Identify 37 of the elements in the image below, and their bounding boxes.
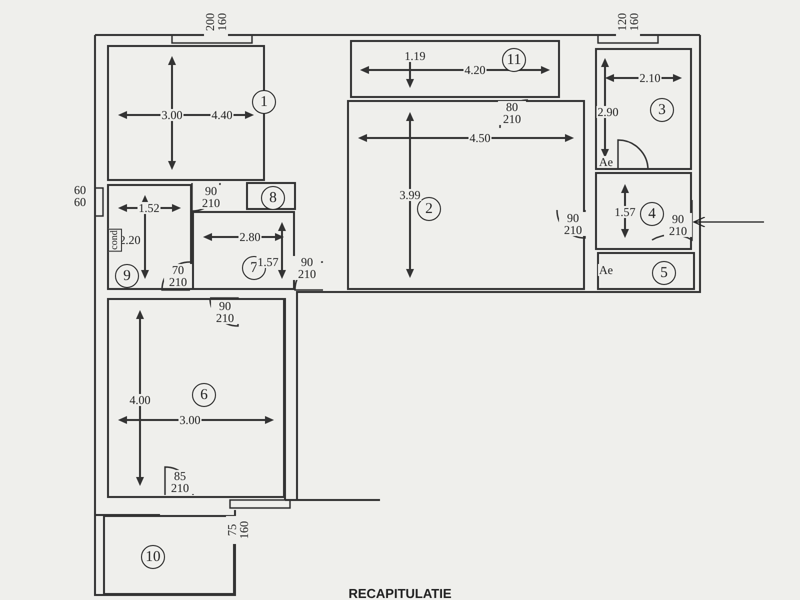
dimension-label: 3.00 — [178, 414, 202, 426]
door-size: 80 210 — [498, 101, 526, 125]
dimension-label: 4.50 — [468, 132, 492, 144]
room-number: 10 — [141, 545, 165, 569]
room-number: 5 — [652, 261, 676, 285]
equipment-label: Ae — [598, 264, 614, 276]
dimension-label: 3.99 — [398, 189, 422, 201]
room-number: 11 — [502, 48, 526, 72]
equipment-label: Ae — [598, 156, 614, 168]
room-outline — [246, 182, 296, 210]
window-size: 75 160 — [226, 516, 250, 544]
dimension-label: 1.52 — [138, 202, 160, 214]
dimension-label: 3.00 — [160, 109, 184, 121]
door-size: 90 210 — [559, 212, 587, 236]
room-number: 9 — [115, 264, 139, 288]
door-size: 90 210 — [293, 256, 321, 280]
dimension-label: 4.20 — [464, 64, 486, 76]
room-number: 2 — [417, 197, 441, 221]
equipment-label: cond — [108, 228, 122, 252]
door-size: 90 210 — [211, 300, 239, 324]
room-number: 6 — [192, 383, 216, 407]
dimension-label: 4.40 — [210, 109, 234, 121]
dimension-label: 2.10 — [638, 72, 662, 84]
dimension-label: 1.19 — [404, 50, 426, 62]
heading-text: RECAPITULATIE — [347, 588, 453, 600]
dimension-label: 4.00 — [128, 394, 152, 406]
room-number: 8 — [261, 186, 285, 210]
room-number: 4 — [640, 202, 664, 226]
room-number: 1 — [252, 90, 276, 114]
door-size: 90 210 — [664, 213, 692, 237]
room-number: 3 — [650, 98, 674, 122]
dimension-label: 2.90 — [596, 106, 620, 118]
dimension-label: 1.57 — [614, 206, 636, 218]
entrance-arrow — [693, 216, 764, 228]
dimension-label: 2.80 — [238, 231, 262, 243]
door-size: 70 210 — [164, 264, 192, 288]
dimension-label: 1.57 — [256, 256, 280, 268]
